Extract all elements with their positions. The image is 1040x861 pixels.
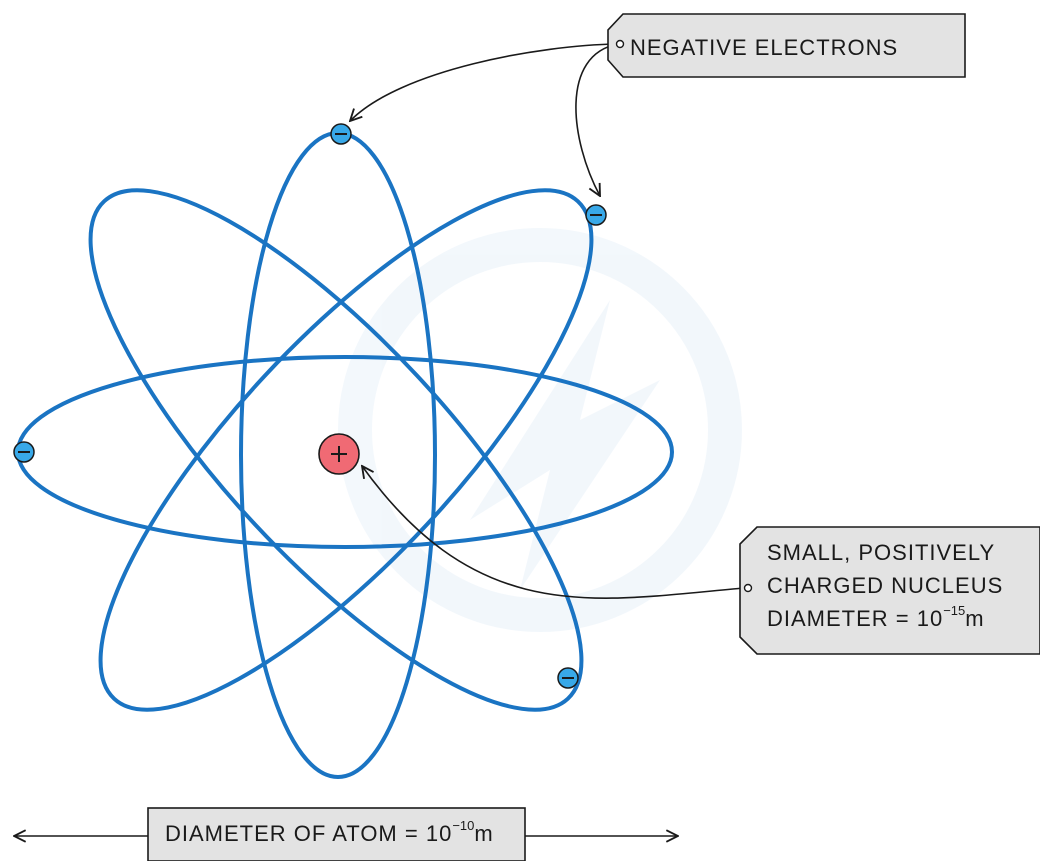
nucleus-diameter-line: DIAMETER = 10−15m xyxy=(767,602,1003,635)
nucleus-label-line1: SMALL, POSITIVELY xyxy=(767,540,996,565)
nucleus-tag-hole xyxy=(743,583,753,593)
orbit-diagonal-b xyxy=(88,188,584,712)
arrow-to-top-electron xyxy=(350,43,619,121)
orbits xyxy=(16,131,674,779)
electrons-tag-hole xyxy=(615,39,625,49)
negative-electrons-label: NEGATIVE ELECTRONS xyxy=(630,31,899,64)
nucleus-diameter-unit: m xyxy=(965,606,985,631)
atom-diameter-unit: m xyxy=(474,821,494,846)
electrons xyxy=(13,123,607,689)
nucleus-label-line2: CHARGED NUCLEUS xyxy=(767,573,1004,598)
electron-upper-right xyxy=(585,204,607,226)
electron-lower-right xyxy=(557,667,579,689)
arrow-to-nucleus xyxy=(362,466,746,599)
annotation-arrows xyxy=(14,43,746,836)
orbit-diagonal-a xyxy=(98,188,594,712)
atom-diameter-prefix: DIAMETER OF ATOM = 10 xyxy=(165,821,453,846)
nucleus xyxy=(318,433,360,475)
tag-holes xyxy=(615,39,753,593)
electron-left xyxy=(13,441,35,463)
atom-diameter-label: DIAMETER OF ATOM = 10−10m xyxy=(165,817,494,850)
watermark xyxy=(338,228,742,632)
nucleus-diameter-prefix: DIAMETER = 10 xyxy=(767,606,944,631)
nucleus-diameter-exponent: −15 xyxy=(943,602,966,618)
atom-diameter-exponent: −10 xyxy=(452,817,475,833)
arrow-to-upper-right-electron xyxy=(575,43,619,196)
negative-electrons-text: NEGATIVE ELECTRONS xyxy=(630,35,899,60)
electron-top xyxy=(330,123,352,145)
nucleus-label: SMALL, POSITIVELY CHARGED NUCLEUS DIAMET… xyxy=(767,536,1004,635)
